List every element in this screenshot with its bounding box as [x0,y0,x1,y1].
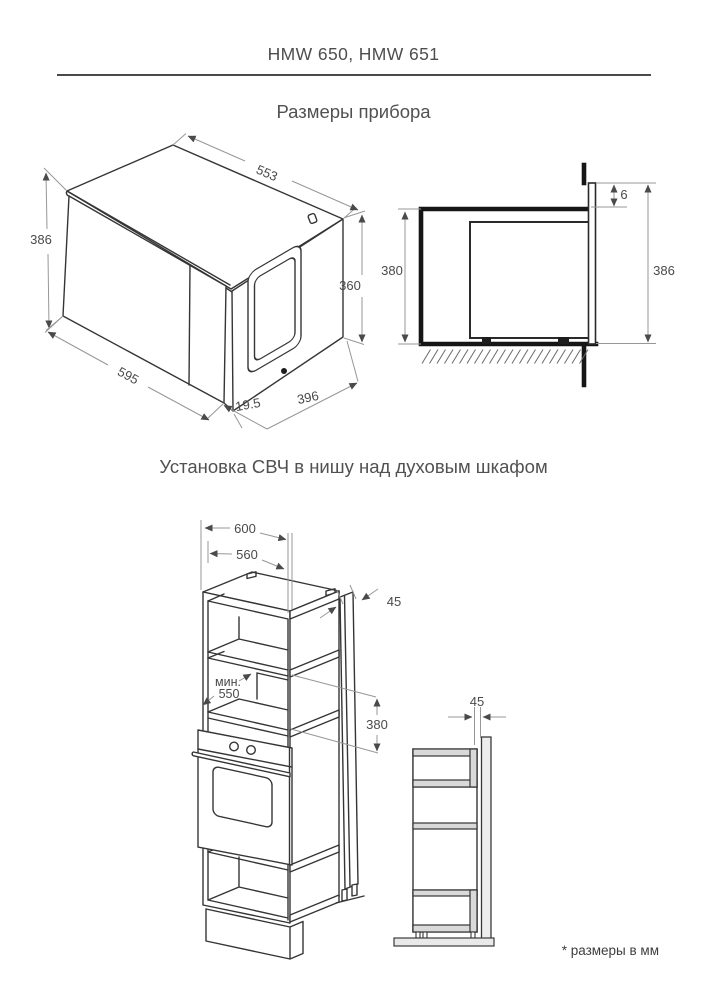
door-panel [587,182,597,345]
side-view-carcass [412,748,478,939]
side-panel [335,591,365,904]
cabinet-isometric-drawing: 600 560 45 мин. 550 380 [191,520,401,960]
dim-top-width: 553 [254,162,280,184]
dim-door-protrusion: 19.5 [234,395,262,414]
dim-side-panel: 45 [470,694,484,709]
dimension-lines [448,707,506,745]
dim-min-depth: 550 [219,687,240,701]
dim-side-panel: 45 [387,594,401,609]
dim-front-height: 386 [30,232,52,247]
foot [558,337,569,344]
section-heading-installation: Установка СВЧ в нишу над духовым шкафом [159,456,548,477]
dim-body-height: 360 [339,278,361,293]
foot [482,337,491,344]
side-panel [480,736,492,942]
dim-total-height: 386 [653,263,675,278]
microwave-isometric-drawing: 553 386 360 595 19.5 396 [30,133,366,430]
oven-front [191,729,293,866]
cabinet-side-drawing: 45 [393,694,506,947]
top-knob [307,212,318,225]
niche-interiors [207,593,289,901]
dimension-lines [398,182,656,345]
microwave-section-drawing: 380 6 386 [381,162,675,388]
oven-knob [228,741,239,752]
microwave-body [62,144,344,412]
dim-front-width: 595 [115,364,141,388]
dim-top-overlap: 6 [620,187,627,202]
oven-window [212,766,273,828]
dim-body-depth: 396 [296,388,320,407]
floor-slab [393,937,495,947]
dim-niche-height: 380 [366,717,388,732]
dim-niche-height: 380 [381,263,403,278]
section-heading-dimensions: Размеры прибора [276,101,431,122]
dimension-lines [200,520,381,754]
dim-outer-width: 600 [234,521,256,536]
shelf-hatching [421,349,589,364]
plinth [205,908,304,960]
door-release-dot [281,368,287,374]
section-outline [418,162,599,388]
oven-handle [191,751,291,778]
dim-inner-width: 560 [236,547,258,562]
dimension-lines [42,133,366,430]
units-footnote: * размеры в мм [561,943,659,958]
oven-knob [245,744,256,755]
title-divider [57,74,651,76]
dim-min-prefix: мин. [215,675,241,689]
side-window-frame [247,245,302,373]
page-title: HMW 650, HMW 651 [267,44,440,64]
